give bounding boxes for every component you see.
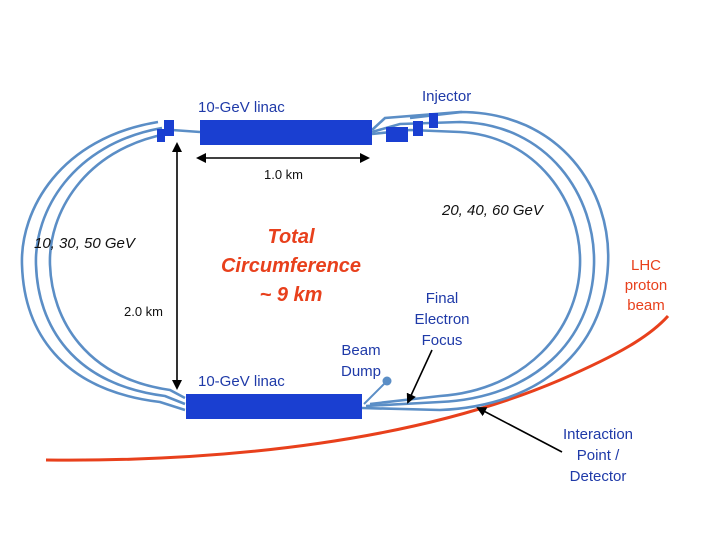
lhc-proton-beam xyxy=(45,314,670,462)
right-energies-label: 20, 40, 60 GeV xyxy=(441,202,545,219)
injector-magnet-2 xyxy=(429,113,438,128)
lhc-label-line-3: beam xyxy=(627,297,665,314)
injector-block xyxy=(386,127,408,142)
top-linac-label: 10-GeV linac xyxy=(198,99,285,116)
final-focus-line-1: Final xyxy=(426,290,459,307)
left-return-arcs xyxy=(20,120,201,412)
top-left-magnet xyxy=(164,120,174,136)
lhc-label-line-1: LHC xyxy=(631,257,661,274)
lhc-label-line-2: proton xyxy=(625,277,668,294)
beam-dump-line-2: Dump xyxy=(341,363,381,380)
interaction-point-arrow xyxy=(476,407,563,453)
injector-magnet-1 xyxy=(413,121,423,136)
interaction-point-line-1: Interaction xyxy=(563,426,633,443)
beam-dump-marker xyxy=(382,376,392,386)
top-left-magnet-2 xyxy=(157,129,165,142)
final-focus-line-3: Focus xyxy=(422,332,463,349)
title-line-1: Total xyxy=(267,226,314,248)
title-line-3: ~ 9 km xyxy=(260,284,323,306)
length-2km-label: 2.0 km xyxy=(124,304,163,319)
top-linac xyxy=(200,120,372,145)
beam-dump-line-1: Beam xyxy=(341,342,380,359)
injector-label: Injector xyxy=(422,88,471,105)
right-return-arcs xyxy=(361,110,610,412)
title-line-2: Circumference xyxy=(221,255,361,277)
bottom-linac-label: 10-GeV linac xyxy=(198,373,285,390)
final-focus-line-2: Electron xyxy=(414,311,469,328)
bottom-linac xyxy=(186,394,362,419)
beam-dump-line xyxy=(363,381,387,405)
left-energies-label: 10, 30, 50 GeV xyxy=(34,235,137,252)
interaction-point-line-2: Point / xyxy=(577,447,620,464)
final-focus-arrow xyxy=(406,349,433,404)
interaction-point-line-3: Detector xyxy=(570,468,627,485)
length-1km-label: 1.0 km xyxy=(264,167,303,182)
